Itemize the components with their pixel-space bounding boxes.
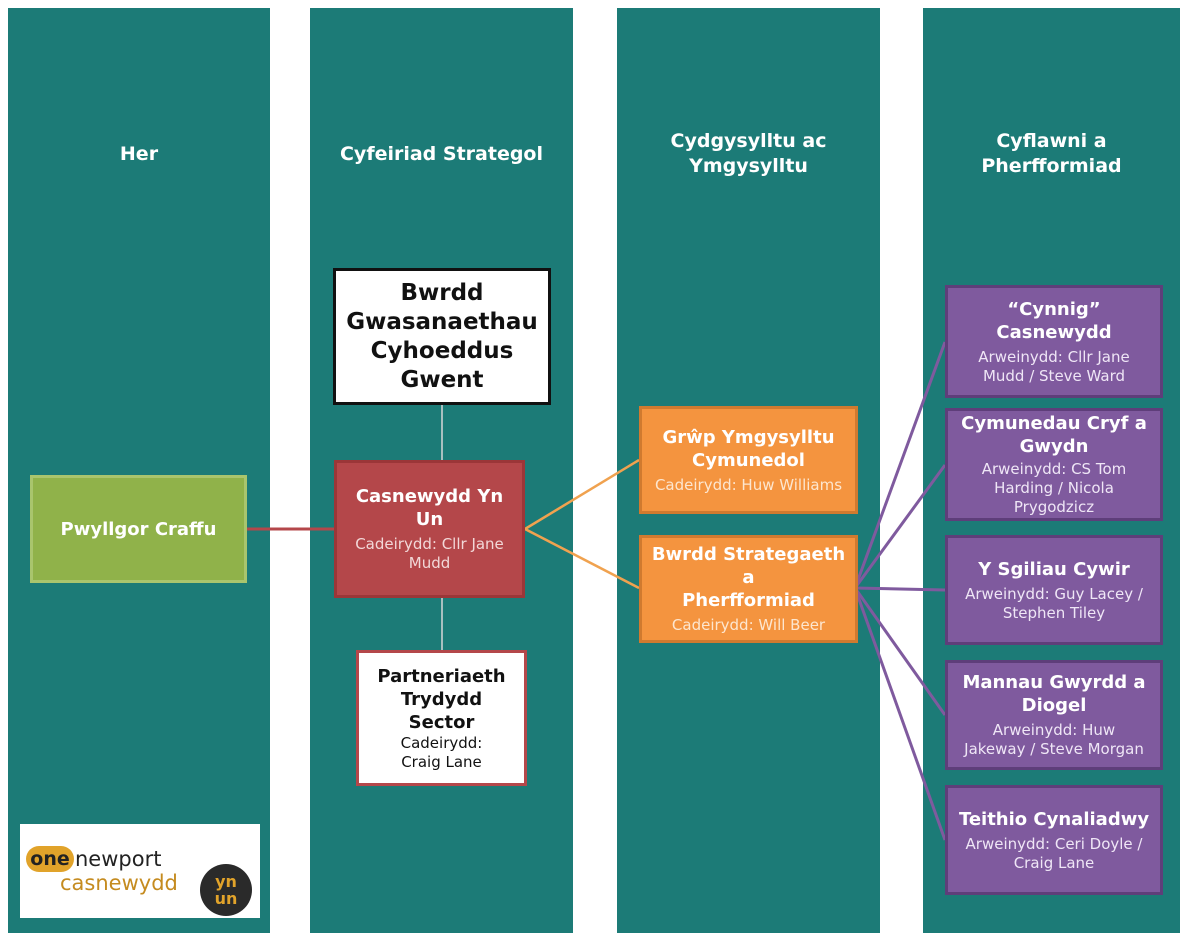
subtitle-line: Mudd (408, 554, 451, 572)
logo-newport: newport (75, 847, 162, 871)
heading-line: Cyfeiriad Strategol (339, 143, 543, 165)
box-title-line: Trydydd (400, 688, 483, 710)
box-mannau-gwyrdd: Mannau Gwyrdd a Diogel Arweinydd: Huw Ja… (945, 660, 1163, 770)
logo-un: un (214, 889, 238, 908)
connector-casnewydd-grwp (524, 458, 640, 531)
box-title-line: Grŵp Ymgysylltu (662, 426, 835, 448)
column-heading: Cyflawni a Pherfformiad (923, 129, 1180, 179)
subtitle-line: Prygodzicz (1013, 498, 1095, 516)
box-subtitle: Arweinydd: Huw Jakeway / Steve Morgan (964, 721, 1144, 759)
box-subtitle: Cadeirydd: Cllr Jane Mudd (355, 535, 504, 573)
connector-bwrdd-cymunedau (853, 464, 947, 589)
heading-line: Cyflawni a (996, 130, 1107, 152)
box-subtitle: Cadeirydd: Will Beer (671, 616, 826, 634)
box-subtitle: Cadeirydd: Huw Williams (654, 475, 843, 494)
box-pwyllgor-craffu: Pwyllgor Craffu (30, 475, 247, 583)
box-subtitle: Arweinydd: CS Tom Harding / Nicola Prygo… (982, 460, 1127, 517)
logo-yn-un-badge: yn un (200, 864, 252, 916)
box-grwp-ymgysylltu: Grŵp Ymgysylltu Cymunedol Cadeirydd: Huw… (639, 406, 858, 514)
box-title-line: Gwasanaethau (346, 308, 538, 335)
logo-one: one (26, 846, 74, 872)
box-title: Teithio Cynaliadwy (958, 808, 1150, 830)
connector-bwrdd-sgiliau (854, 586, 946, 592)
column-heading: Her (8, 142, 270, 167)
subtitle-line: Arweinydd: CS Tom (981, 460, 1127, 478)
subtitle-line: Cadeirydd: (400, 733, 483, 752)
box-title: Casnewydd Yn Un (355, 486, 504, 530)
subtitle-line: Jakeway / Steve Morgan (964, 740, 1144, 758)
box-cymunedau-cryf: Cymunedau Cryf a Gwydn Arweinydd: CS Tom… (945, 408, 1163, 521)
box-teithio-cynaliadwy: Teithio Cynaliadwy Arweinydd: Ceri Doyle… (945, 785, 1163, 895)
box-bwrdd-gwasanaethau: Bwrdd Gwasanaethau Cyhoeddus Gwent (333, 268, 551, 405)
box-sgiliau-cywir: Y Sgiliau Cywir Arweinydd: Guy Lacey / S… (945, 535, 1163, 645)
connector-casnewydd-bwrdd (524, 527, 640, 590)
box-title-line: Bwrdd (400, 279, 484, 306)
box-subtitle: Arweinydd: Guy Lacey / Stephen Tiley (965, 585, 1143, 623)
box-title-line: “Cynnig” (1007, 298, 1101, 320)
subtitle-line: Cadeirydd: Cllr Jane (355, 535, 504, 553)
box-subtitle: Arweinydd: Ceri Doyle / Craig Lane (966, 835, 1143, 873)
logo-casnewydd: casnewydd (60, 871, 178, 895)
connector-bwrdd-teithio (853, 587, 947, 841)
subtitle-line: Stephen Tiley (1002, 603, 1106, 622)
box-casnewydd-yn-un: Casnewydd Yn Un Cadeirydd: Cllr Jane Mud… (334, 460, 525, 598)
heading-line: Pherfformiad (981, 155, 1122, 177)
heading-line: Ymgysylltu (689, 155, 808, 177)
box-title: Y Sgiliau Cywir (978, 558, 1130, 580)
box-title-line: Gwydn (1019, 436, 1089, 457)
logo-yn: yn (215, 872, 237, 891)
box-bwrdd-strategaeth: Bwrdd Strategaeth a Pherfformiad Cadeiry… (639, 535, 858, 643)
box-title-line: Gwent (400, 366, 484, 393)
box-title: Pwyllgor Craffu (60, 518, 217, 540)
column-her: Her (8, 8, 270, 933)
box-title-line: Bwrdd Strategaeth a (651, 544, 846, 588)
box-partneriaeth: Partneriaeth Trydydd Sector Cadeirydd: C… (356, 650, 527, 786)
one-newport-logo: one newport casnewydd yn un (20, 824, 260, 918)
box-title-line: Cymunedau Cryf a (961, 413, 1147, 434)
subtitle-line: Arweinydd: Cllr Jane (978, 347, 1130, 366)
subtitle-line: Mudd / Steve Ward (982, 366, 1126, 385)
subtitle-line: Arweinydd: Huw (992, 721, 1116, 739)
box-title-line: Mannau Gwyrdd a (962, 672, 1146, 693)
connector-bwrdd-cynnig (853, 341, 947, 589)
box-title-line: Casnewydd (996, 321, 1112, 343)
subtitle-line: Arweinydd: Guy Lacey / (965, 584, 1143, 603)
box-title-line: Pherfformiad (682, 590, 815, 611)
column-heading: Cydgysylltu ac Ymgysylltu (617, 129, 880, 179)
subtitle-line: Harding / Nicola (994, 479, 1114, 497)
subtitle-line: Craig Lane (1013, 853, 1095, 872)
box-cynnig-casnewydd: “Cynnig” Casnewydd Arweinydd: Cllr Jane … (945, 285, 1163, 398)
box-title-line: Cymunedol (692, 449, 805, 471)
box-title-line: Cyhoeddus (370, 337, 514, 364)
box-title-line: Partneriaeth (377, 665, 506, 687)
heading-line: Her (119, 143, 159, 165)
column-heading: Cyfeiriad Strategol (310, 142, 573, 167)
box-subtitle: Arweinydd: Cllr Jane Mudd / Steve Ward (978, 348, 1129, 386)
heading-line: Cydgysylltu ac (670, 130, 827, 152)
box-title-line: Sector (408, 711, 475, 733)
subtitle-line: Arweinydd: Ceri Doyle / (965, 834, 1143, 853)
connector-bwrdd-mannau (853, 587, 947, 716)
subtitle-line: Craig Lane (401, 752, 482, 771)
box-title-line: Diogel (1021, 695, 1087, 716)
